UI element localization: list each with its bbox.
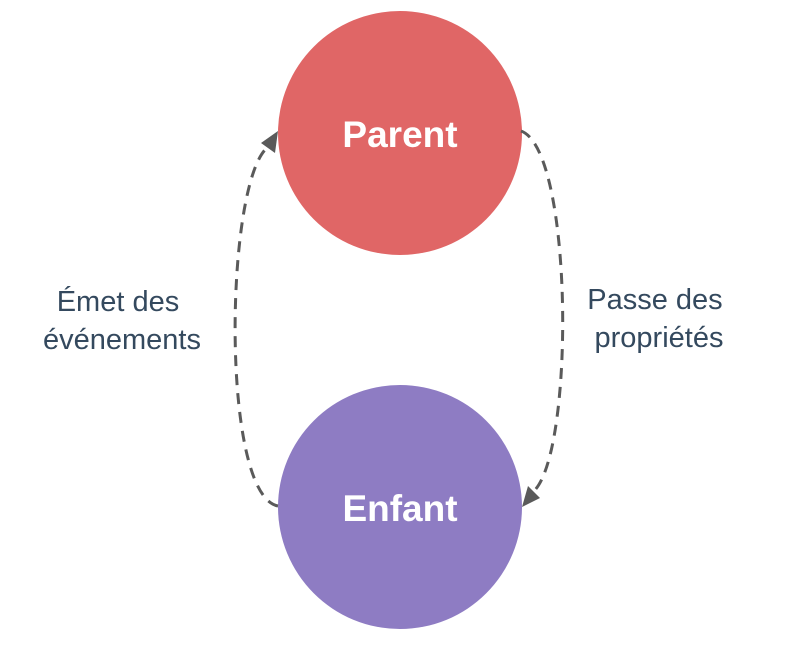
parent-node-circle xyxy=(278,11,522,255)
events-edge-label-line2: événements xyxy=(43,324,201,356)
props-edge-line xyxy=(520,129,565,496)
parent-node: Parent xyxy=(278,11,522,255)
props-edge-label: Passe des propriétés xyxy=(587,284,730,354)
props-edge-label-line1: Passe des xyxy=(587,284,722,316)
props-edge-label-line2: propriétés xyxy=(595,322,724,354)
parent-node-label: Parent xyxy=(342,114,457,155)
child-node-label: Enfant xyxy=(342,488,457,529)
events-edge-label-line1: Émet des xyxy=(57,285,180,318)
events-edge xyxy=(233,131,279,508)
props-edge xyxy=(520,129,565,507)
events-edge-arrowhead xyxy=(261,131,278,153)
child-node: Enfant xyxy=(278,385,522,629)
props-edge-arrowhead xyxy=(522,486,540,507)
events-edge-label: Émet des événements xyxy=(43,285,201,356)
events-edge-line xyxy=(233,145,279,508)
child-node-circle xyxy=(278,385,522,629)
